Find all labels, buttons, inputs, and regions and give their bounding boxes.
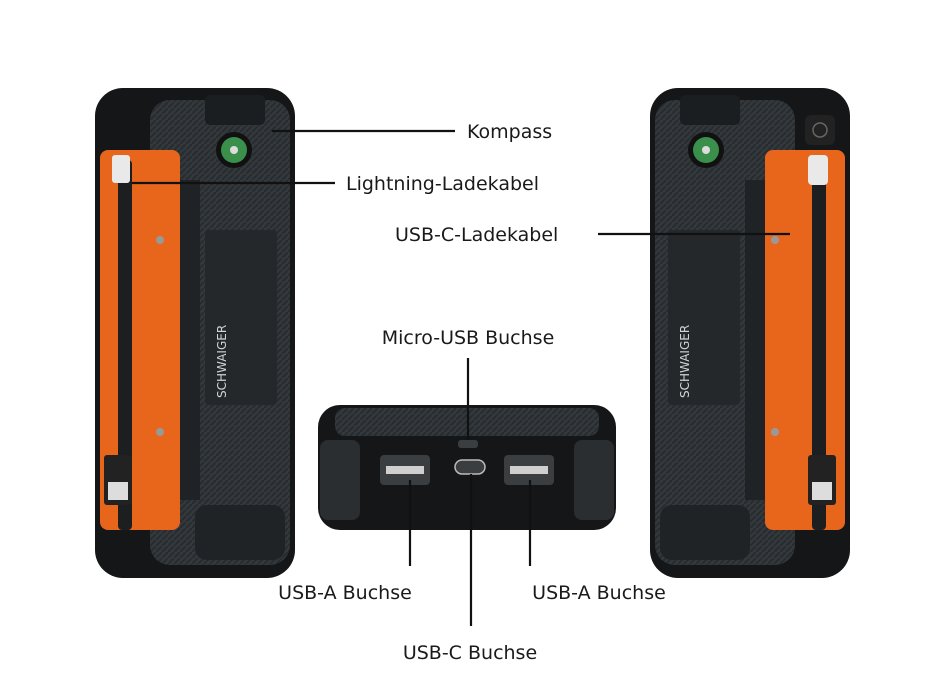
usbc-connector (808, 155, 828, 185)
usbc-cable (812, 160, 826, 530)
powerbank-left-view: SCHWAIGER (95, 88, 295, 578)
label-usba-port-right: USB-A Buchse (532, 582, 666, 604)
usb-c-port (454, 459, 486, 475)
power-button-icon (805, 115, 835, 145)
label-lightning-cable: Lightning-Ladekabel (346, 173, 539, 195)
powerbank-right-view: SCHWAIGER (650, 88, 850, 578)
label-plate (205, 230, 277, 405)
lightning-cable (118, 160, 132, 530)
lightning-connector (112, 155, 130, 183)
label-micro-usb-port: Micro-USB Buchse (382, 327, 555, 349)
label-usbc-cable: USB-C-Ladekabel (395, 224, 558, 246)
label-plate (668, 230, 740, 405)
brand-label: SCHWAIGER (215, 325, 229, 398)
label-usba-port-left: USB-A Buchse (278, 582, 412, 604)
brand-label: SCHWAIGER (678, 325, 692, 398)
label-compass: Kompass (467, 121, 552, 143)
label-usbc-port: USB-C Buchse (403, 642, 537, 664)
powerbank-port-view (318, 405, 616, 530)
micro-usb-port (458, 440, 478, 448)
